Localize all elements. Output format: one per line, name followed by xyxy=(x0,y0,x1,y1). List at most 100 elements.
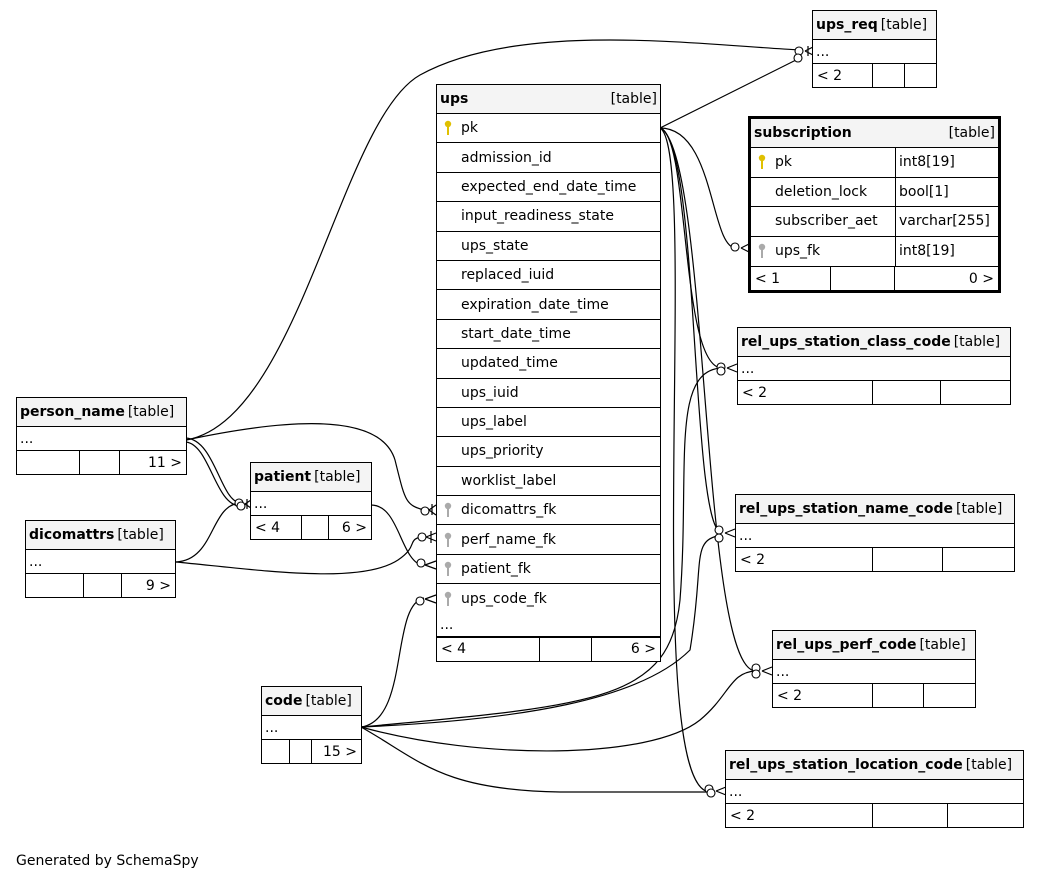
column-name: deletion_lock xyxy=(775,183,868,200)
more-columns: ... xyxy=(813,40,936,64)
more-columns: ... xyxy=(736,524,1014,548)
column-row[interactable]: updated_time xyxy=(437,349,660,379)
foreign-key-icon xyxy=(437,561,459,577)
table-ups-req[interactable]: ups_req[table] ... < 2 xyxy=(812,10,937,88)
table-type: [table] xyxy=(948,125,995,141)
children-count[interactable] xyxy=(948,804,1023,827)
children-count[interactable]: 9 > xyxy=(145,577,171,594)
parents-count[interactable]: < 2 xyxy=(736,548,873,571)
children-count[interactable] xyxy=(905,64,936,87)
column-name: pk xyxy=(461,120,478,137)
table-rel-ups-perf-code[interactable]: rel_ups_perf_code[table] ... < 2 xyxy=(772,630,976,708)
column-row[interactable]: start_date_time xyxy=(437,320,660,350)
table-type: [table] xyxy=(880,17,928,33)
children-count[interactable] xyxy=(924,684,975,707)
children-count[interactable]: 11 > xyxy=(148,454,182,471)
parents-count[interactable]: < 2 xyxy=(738,381,873,404)
column-name: updated_time xyxy=(461,355,558,372)
children-count[interactable] xyxy=(943,548,1014,571)
parents-count[interactable] xyxy=(17,451,80,474)
column-type: int8[19] xyxy=(895,236,998,266)
parents-count[interactable] xyxy=(26,574,84,597)
table-name: rel_ups_perf_code xyxy=(776,637,917,653)
table-footer: < 2 xyxy=(726,804,1023,827)
more-columns: ... xyxy=(26,550,175,574)
footer-blank xyxy=(302,516,329,539)
column-row[interactable]: worklist_label xyxy=(437,467,660,497)
edge-person-name-patient xyxy=(185,437,241,504)
column-row[interactable]: ups_iuid xyxy=(437,379,660,408)
parents-count[interactable]: < 1 xyxy=(751,267,831,290)
table-header: rel_ups_station_location_code[table] xyxy=(726,751,1023,780)
column-name: perf_name_fk xyxy=(461,531,556,548)
table-footer: 15 > xyxy=(262,740,361,763)
column-row[interactable]: perf_name_fk xyxy=(437,525,660,555)
table-name: rel_ups_station_class_code xyxy=(741,334,951,350)
column-row[interactable]: replaced_iuid xyxy=(437,261,660,291)
children-count[interactable]: 6 > xyxy=(630,641,656,658)
column-name: ups_priority xyxy=(461,443,544,460)
table-name: code xyxy=(265,693,303,709)
table-header: person_name[table] xyxy=(17,398,186,427)
children-count[interactable]: 0 > xyxy=(968,270,994,287)
column-row[interactable]: dicomattrs_fk xyxy=(437,496,660,526)
table-name: subscription xyxy=(754,125,852,141)
column-name: admission_id xyxy=(461,149,552,166)
table-header: rel_ups_station_class_code[table] xyxy=(738,328,1010,357)
footer-blank xyxy=(873,64,905,87)
children-count[interactable]: 15 > xyxy=(323,743,357,760)
foreign-key-icon xyxy=(437,502,459,518)
table-name: dicomattrs xyxy=(29,527,115,543)
column-type: int8[19] xyxy=(895,148,998,177)
table-code[interactable]: code[table] ... 15 > xyxy=(261,686,362,764)
table-rel-ups-station-name-code[interactable]: rel_ups_station_name_code[table] ... < 2 xyxy=(735,494,1015,572)
edge-code-perf xyxy=(360,670,757,752)
table-rel-ups-station-location-code[interactable]: rel_ups_station_location_code[table] ...… xyxy=(725,750,1024,828)
parents-count[interactable]: < 4 xyxy=(437,637,540,661)
column-row[interactable]: patient_fk xyxy=(437,555,660,585)
column-row[interactable]: ups_state xyxy=(437,232,660,261)
column-row[interactable]: expected_end_date_time xyxy=(437,173,660,203)
column-name: dicomattrs_fk xyxy=(461,502,557,519)
more-columns: ... xyxy=(17,427,186,451)
table-rel-ups-station-class-code[interactable]: rel_ups_station_class_code[table] ... < … xyxy=(737,327,1011,405)
table-name: rel_ups_station_location_code xyxy=(729,757,963,773)
column-row[interactable]: ups_code_fk xyxy=(437,584,660,613)
parents-count[interactable]: < 4 xyxy=(251,516,302,539)
table-header: rel_ups_perf_code[table] xyxy=(773,631,975,660)
children-count[interactable] xyxy=(941,381,1010,404)
column-row[interactable]: pk xyxy=(437,114,660,144)
children-count[interactable]: 6 > xyxy=(341,519,367,536)
table-person-name[interactable]: person_name[table] ... 11 > xyxy=(16,397,187,475)
table-patient[interactable]: patient[table] ... < 4 6 > xyxy=(250,462,372,540)
column-row[interactable]: pk int8[19] xyxy=(751,148,998,178)
edge-code-class xyxy=(360,367,723,728)
column-row[interactable]: admission_id xyxy=(437,143,660,173)
parents-count[interactable] xyxy=(262,740,290,763)
column-name: worklist_label xyxy=(461,472,557,489)
column-type: varchar[255] xyxy=(895,207,998,236)
table-type: [table] xyxy=(953,334,1001,350)
table-name: patient xyxy=(254,469,312,485)
column-name: patient_fk xyxy=(461,561,531,578)
table-dicomattrs[interactable]: dicomattrs[table] ... 9 > xyxy=(25,520,176,598)
column-row[interactable]: ups_label xyxy=(437,408,660,438)
column-row[interactable]: input_readiness_state xyxy=(437,202,660,232)
column-row[interactable]: expiration_date_time xyxy=(437,290,660,320)
edge-code-location xyxy=(360,726,710,793)
table-type: [table] xyxy=(610,91,657,107)
primary-key-icon xyxy=(437,120,459,136)
parents-count[interactable]: < 2 xyxy=(726,804,873,827)
parents-count[interactable]: < 2 xyxy=(813,64,873,87)
table-name: person_name xyxy=(20,404,125,420)
column-name: input_readiness_state xyxy=(461,208,614,225)
parents-count[interactable]: < 2 xyxy=(773,684,873,707)
more-columns: ... xyxy=(251,492,371,516)
column-row[interactable]: ups_priority xyxy=(437,437,660,467)
column-name: pk xyxy=(775,154,792,171)
